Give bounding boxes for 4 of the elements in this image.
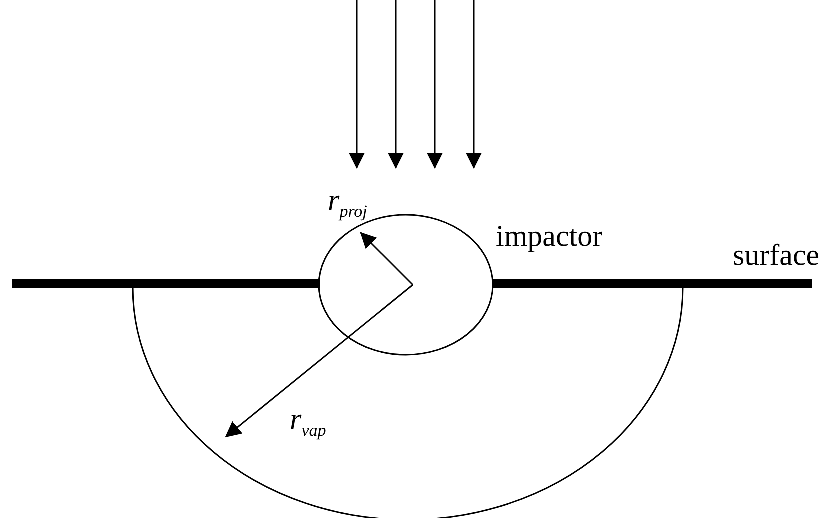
object-label: surface bbox=[733, 241, 820, 271]
radius-label: r$_{vap}$ bbox=[290, 405, 326, 439]
object-label: impactor bbox=[496, 222, 603, 252]
radius-label: r$_{proj}$ bbox=[328, 186, 368, 220]
